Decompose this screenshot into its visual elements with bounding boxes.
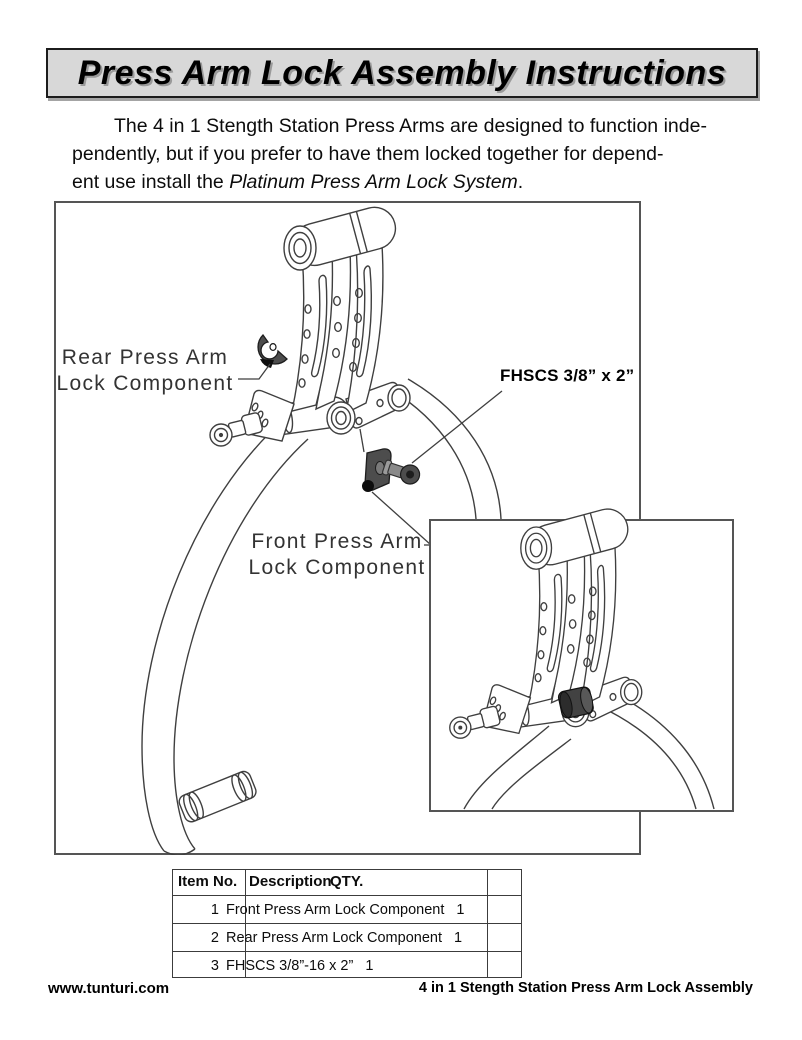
- cell-item-no: 3: [210, 958, 219, 974]
- rear-lock-label: Rear Press Arm Lock Component: [56, 346, 234, 395]
- cell-description: Rear Press Arm Lock Component: [226, 930, 442, 946]
- table-grid-line: [173, 923, 521, 924]
- fhscs-bolt-label: FHSCS 3/8” x 2”: [500, 366, 635, 385]
- product-name-italic: Platinum Press Arm Lock System: [229, 171, 518, 193]
- table-row: 2 Rear Press Arm Lock Component 1: [173, 924, 521, 952]
- leader-lines: [238, 363, 503, 546]
- rear-label-leader: [238, 363, 271, 380]
- table-grid-line: [245, 870, 246, 977]
- cell-description: Front Press Arm Lock Component: [226, 902, 445, 918]
- pivot-to-front-lock-leader: [359, 428, 365, 453]
- intro-paragraph: The 4 in 1 Stength Station Press Arms ar…: [72, 112, 748, 196]
- intro-line-3: ent use install the Platinum Press Arm L…: [72, 171, 524, 193]
- table-grid-line: [487, 870, 488, 977]
- front-lock-label: Front Press Arm Lock Component: [248, 530, 426, 579]
- cell-qty: 1: [456, 902, 465, 918]
- frame-tubes: [141, 378, 502, 855]
- cell-qty: 1: [365, 958, 374, 974]
- fhscs-bolt-part: [381, 459, 421, 485]
- front-lock-to-inset-leader: [371, 491, 432, 546]
- col-header-description: Description: [249, 873, 332, 890]
- col-header-qty: QTY.: [330, 873, 364, 890]
- cell-qty: 1: [453, 930, 463, 946]
- intro-line-2: pendently, but if you prefer to have the…: [72, 143, 664, 165]
- table-grid-line: [173, 951, 521, 952]
- footer-product-name: 4 in 1 Stength Station Press Arm Lock As…: [418, 980, 753, 996]
- diagram-drawing: [54, 201, 734, 855]
- table-row: 3 FHSCS 3/8”-16 x 2” 1: [173, 952, 521, 980]
- rear-lock-component-part: [257, 333, 288, 368]
- title-banner: Press Arm Lock Assembly Instructions: [46, 48, 758, 98]
- parts-table: Item No. Description QTY. 1 Front Press …: [172, 869, 522, 978]
- page-title: Press Arm Lock Assembly Instructions: [77, 53, 727, 92]
- cell-description: FHSCS 3/8”-16 x 2”: [226, 958, 354, 974]
- installed-lock-part: [557, 686, 594, 719]
- table-grid-line: [173, 895, 521, 896]
- assembly-diagram: Rear Press Arm Lock Component Front Pres…: [54, 201, 735, 855]
- fhscs-label-leader: [411, 390, 503, 464]
- footer-website: www.tunturi.com: [48, 980, 170, 997]
- foam-grip-handle: [178, 770, 257, 823]
- col-header-item-no: Item No.: [178, 873, 238, 890]
- table-row: 1 Front Press Arm Lock Component 1: [173, 896, 521, 924]
- front-lock-component-part: [362, 448, 392, 492]
- cell-item-no: 1: [210, 902, 219, 918]
- intro-line-1: The 4 in 1 Stength Station Press Arms ar…: [114, 115, 707, 137]
- cell-item-no: 2: [210, 930, 219, 946]
